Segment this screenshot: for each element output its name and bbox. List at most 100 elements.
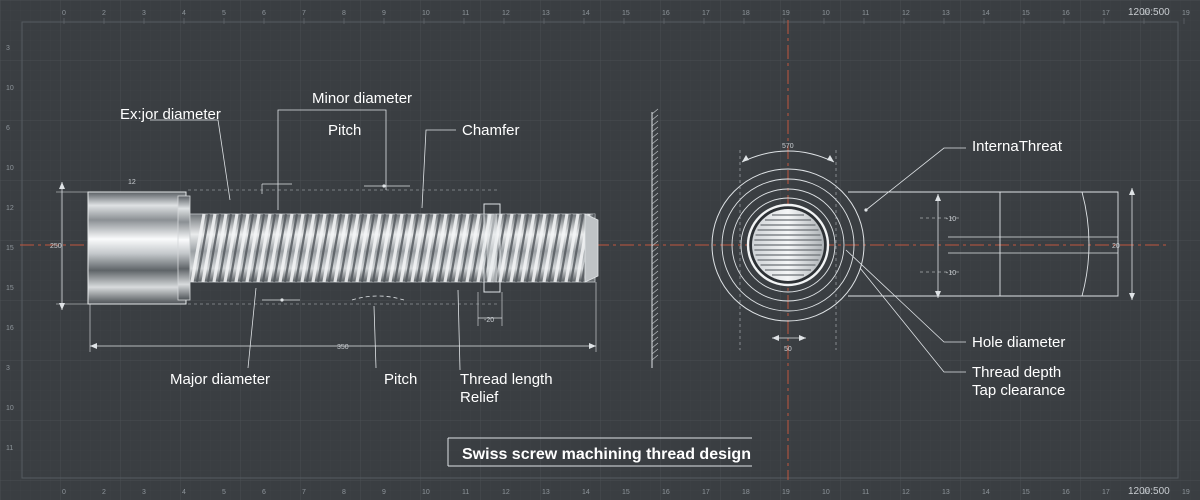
ruler-top-label: 15 (1022, 10, 1030, 17)
thread-root (239, 213, 255, 283)
ruler-bottom-label: 12 (902, 489, 910, 496)
screw-end-view: 20 -10 -10 570 50 InternaThreat Hole dia… (711, 138, 1135, 399)
ruler-bottom-label: 11 (862, 489, 869, 496)
top-arc-arrow-right (827, 155, 834, 162)
ruler-top-label: 8 (342, 10, 346, 17)
ruler-bottom-label: 7 (302, 489, 306, 496)
ruler-left-label: 10 (6, 165, 14, 172)
ruler-bottom-label: 19 (1182, 489, 1190, 496)
ruler-left-label: 16 (6, 325, 14, 332)
thread-root (514, 213, 530, 283)
section-hatch (651, 114, 659, 121)
head-height-arrow-bottom (59, 303, 65, 310)
ruler-left-label: 3 (6, 365, 10, 372)
overall-length-arrow-right (589, 343, 596, 349)
thread-crest (278, 213, 294, 283)
section-hatch (651, 186, 659, 193)
thread-root (338, 213, 354, 283)
ring-4 (740, 197, 836, 293)
thread-crest (344, 213, 360, 283)
thread-crest (410, 213, 426, 283)
label-pitch-top: Pitch (328, 122, 361, 139)
right-height-value: 20 (1112, 243, 1120, 250)
ruler-top-label: 12 (502, 10, 510, 17)
section-hatch (651, 282, 659, 289)
label-thread-depth: Thread depth (972, 364, 1061, 381)
ruler-top-label: 17 (1102, 10, 1110, 17)
ruler-top-label: 10 (822, 10, 830, 17)
thread-root (371, 213, 387, 283)
relief-groove-fill (487, 214, 497, 282)
thread-root (250, 213, 266, 283)
scale-label-top: 1200:500 (1128, 7, 1170, 18)
ruler-left-label: 6 (6, 125, 10, 132)
section-hatch (651, 120, 659, 127)
top-arc-dimension (741, 150, 835, 163)
section-hatch (651, 252, 659, 259)
major-diameter-dot (280, 298, 284, 302)
thread-crest (212, 213, 228, 283)
section-hatch (651, 162, 659, 169)
head-height-arrow-top (59, 182, 65, 189)
ruler-left-label: 10 (6, 405, 14, 412)
label-tap-clearance: Tap clearance (972, 382, 1065, 399)
section-hatch (651, 240, 659, 247)
ruler-top-label: 4 (182, 10, 186, 17)
ruler-top-label: 10 (422, 10, 430, 17)
leader-internal-thread (865, 147, 966, 211)
ruler-bottom-label: 0 (62, 489, 66, 496)
thread-root (547, 213, 563, 283)
section-hatch (651, 222, 659, 229)
ruler-top-label: 7 (302, 10, 306, 17)
lower-right-value: -10 (946, 270, 956, 277)
section-hatch (651, 180, 659, 187)
ruler-bottom-label: 5 (222, 489, 226, 496)
ruler-bottom-label: 14 (982, 489, 990, 496)
ruler-bottom-label: 10 (422, 489, 430, 496)
relief-groove (483, 203, 501, 293)
overall-length-value: 350 (337, 344, 349, 351)
ruler-top-label: 5 (222, 10, 226, 17)
thread-root (349, 213, 365, 283)
section-hatch (651, 342, 659, 349)
label-relief: Relief (460, 389, 499, 406)
label-hole-diameter: Hole diameter (972, 334, 1065, 351)
thread-crest (443, 213, 459, 283)
thread-crest (256, 213, 272, 283)
ruler-bottom-label: 16 (1062, 489, 1070, 496)
section-hatch (651, 156, 659, 163)
ruler-top-label: 17 (702, 10, 710, 17)
right-height-arrow-top (1129, 188, 1135, 195)
section-hatch (651, 210, 659, 217)
projection-end-curve (1081, 191, 1090, 297)
thread-root (448, 213, 464, 283)
thread-crest (366, 213, 382, 283)
thread-crest (553, 213, 569, 283)
head-top-note: 12 (128, 179, 136, 186)
ruler-top-label: 9 (382, 10, 386, 17)
internal-thread-lines (754, 214, 822, 276)
section-hatch (651, 192, 659, 199)
thread-crest (564, 213, 580, 283)
thread-crest (421, 213, 437, 283)
right-height-arrow-bottom (1129, 293, 1135, 300)
ruler-left-label: 11 (6, 445, 13, 452)
leader-pitch-bottom (373, 305, 377, 369)
section-hatch (651, 132, 659, 139)
ruler-top-label: 16 (1062, 10, 1070, 17)
label-major-diameter: Major diameter (170, 371, 270, 388)
ruler-bottom-label: 13 (542, 489, 550, 496)
ruler-top-label: 2 (102, 10, 106, 17)
ring-2 (721, 178, 855, 312)
thread-root (206, 213, 222, 283)
thread-root (294, 213, 310, 283)
ruler-top-label: 0 (62, 10, 66, 17)
ruler-bottom-label: 6 (262, 489, 266, 496)
label-exterior-diameter: Ex:jor diameter (120, 106, 221, 123)
ruler-top-label: 19 (1182, 10, 1190, 17)
label-internal-thread: InternaThreat (972, 138, 1063, 155)
thread-root (393, 213, 409, 283)
ruler-left-label: 3 (6, 45, 10, 52)
